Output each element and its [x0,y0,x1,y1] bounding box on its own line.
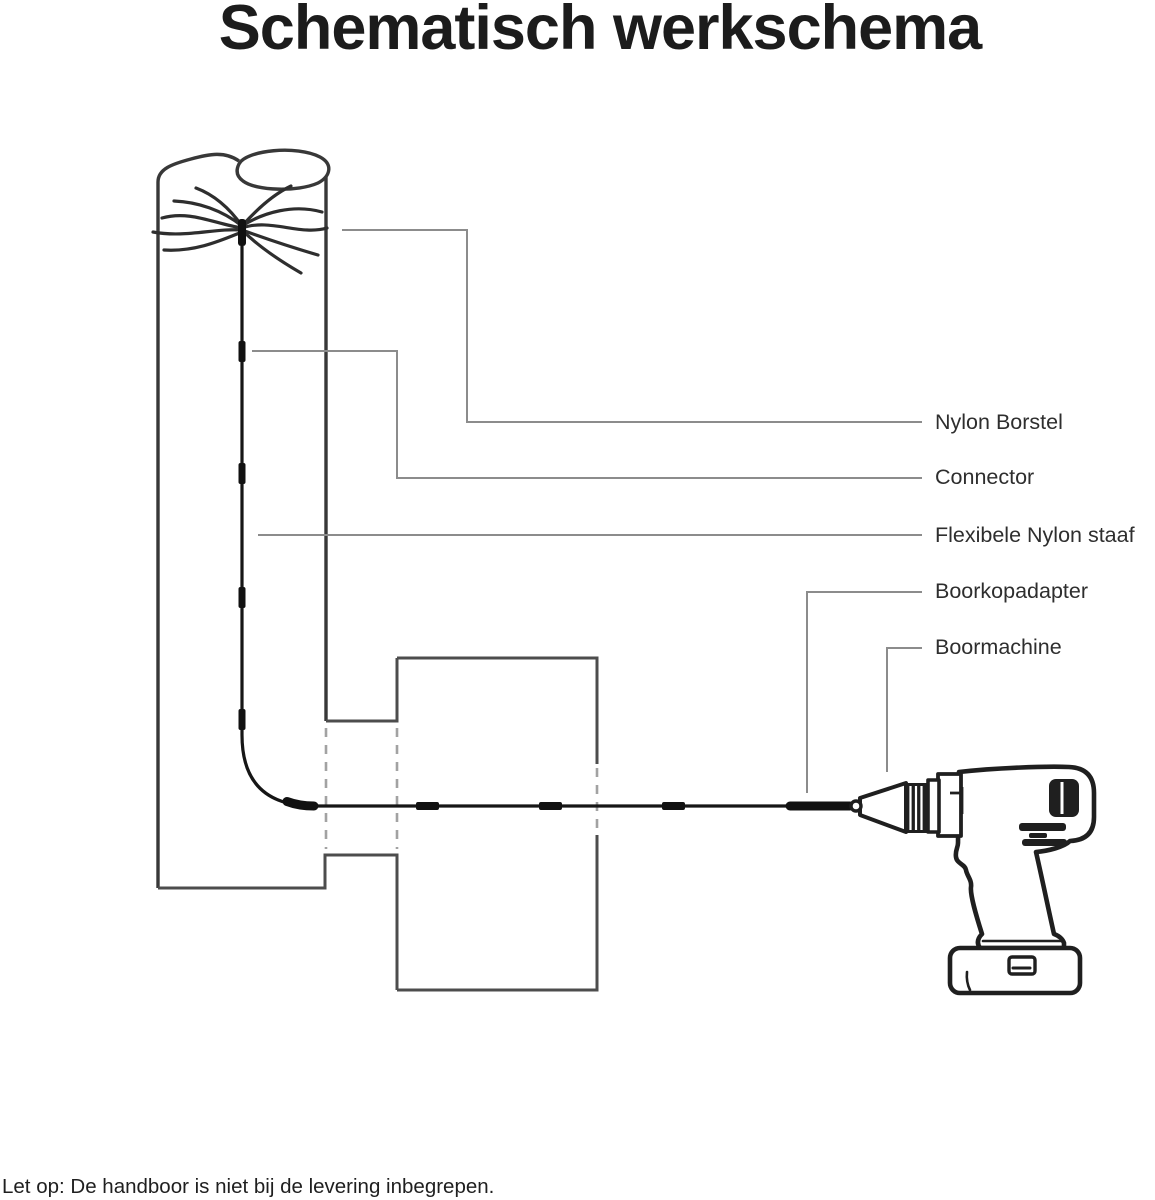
brush-bristle [240,207,324,228]
brush-bristle [240,228,320,257]
callout-leaders [252,229,922,793]
callout-label-boormachine: Boormachine [935,635,1062,659]
callout-label-flexibele-nylon-staaf: Flexibele Nylon staaf [935,523,1135,547]
callout-label-connector: Connector [935,465,1034,489]
callout-labels: Nylon Borstel Connector Flexibele Nylon … [935,410,1135,659]
chuck-collar-large [936,772,963,838]
chimney-section [156,148,599,992]
chuck-rib-stripes [909,786,923,830]
rod-connector [662,802,685,810]
body-vent-panel [1049,779,1079,817]
rod-connector [416,802,439,810]
hearth-box [395,656,599,992]
wall-lower-left [158,853,399,990]
brush-bristle [172,199,244,228]
leader-boormachine [886,647,922,772]
rod-connector-bend [282,797,319,811]
chuck-tip [849,799,863,813]
footer-note: Let op: De handboor is niet bij de lever… [2,1175,494,1198]
brush-bristle [160,213,244,230]
brush-bristle [240,184,293,228]
leader-boorkopadapter [806,591,922,793]
leader-connector [252,350,922,479]
drill-machine [849,764,1097,996]
battery-release-button [1007,955,1037,976]
leader-nylon-borstel [342,229,922,423]
wall-flue-to-box [326,658,399,723]
brush-bristle [240,223,329,232]
rod-connector [238,341,246,362]
vent-bar [1029,833,1047,838]
callout-label-nylon-borstel: Nylon Borstel [935,410,1063,434]
battery-crease [965,970,972,992]
brush-bristle [162,230,244,252]
vent-bar [1019,823,1066,831]
body-seam [950,787,964,814]
page-title: Schematisch werkschema [219,0,983,63]
chuck-cone [858,781,908,834]
brush-hub [238,219,246,246]
chimney-opening [235,148,331,191]
chimney-left-wall [156,152,240,888]
brush-bristle [151,228,244,236]
chuck-collar-small [926,778,941,834]
callout-label-boorkopadapter: Boorkopadapter [935,579,1088,603]
rod-connector [539,802,562,810]
flexible-rod-assembly [238,246,855,811]
rod-connector [238,587,246,608]
rod-connector [238,709,246,730]
rod-connector [238,463,246,484]
vent-bar [1022,839,1067,846]
nylon-brush [151,184,329,275]
brush-bristle [240,228,303,275]
